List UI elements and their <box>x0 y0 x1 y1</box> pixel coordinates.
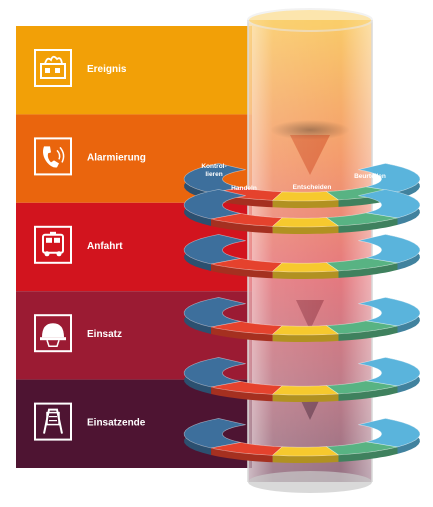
cycle-segment <box>325 320 398 341</box>
cycle-step-label: Handeln <box>231 185 257 192</box>
cycle-step-label: Fest-stellen <box>390 145 411 160</box>
cycle-segment <box>358 189 421 225</box>
cycle-segment <box>271 217 340 234</box>
cycle-segment <box>211 442 283 463</box>
cycle-segment <box>325 380 398 401</box>
cycle-segment <box>183 297 246 334</box>
phase-label: Alarmierung <box>87 152 146 163</box>
cycle-segment <box>271 446 340 463</box>
phase-band-2: Alarmierung <box>16 114 252 203</box>
cycle-segment <box>183 234 246 271</box>
cycle-segment <box>271 325 340 342</box>
cycle-step-label: Beurteilen <box>354 173 386 180</box>
decision-cycle-spiral <box>183 163 421 463</box>
cycle-step-label: Entscheiden <box>293 184 332 191</box>
tube-rim <box>247 8 373 32</box>
cycle-segment <box>271 262 340 279</box>
cycle-step-label-line: Handeln <box>231 185 257 192</box>
phase-band-1: Ereignis <box>16 26 252 115</box>
cycle-segment <box>358 234 421 270</box>
cycle-segment <box>271 385 340 402</box>
cycle-segment <box>183 189 246 226</box>
cycle-ring <box>183 357 421 402</box>
cycle-segment <box>183 357 246 394</box>
fire-building-icon <box>34 49 72 87</box>
phase-label: Einsatz <box>87 329 122 340</box>
fire-truck-icon <box>34 225 72 264</box>
phase-band-fill <box>16 26 252 115</box>
cycle-segment <box>325 212 398 233</box>
cycle-ring <box>183 189 421 234</box>
firefighter-helmet-icon <box>34 314 72 353</box>
cycle-step-label-line: Entscheiden <box>293 184 332 191</box>
cycle-segment <box>211 381 283 402</box>
cycle-segment <box>358 297 421 333</box>
phase-label: Anfahrt <box>87 241 123 252</box>
sign-stand-icon <box>34 402 72 441</box>
cycle-segment <box>271 191 340 208</box>
cycle-segment <box>358 163 421 199</box>
cycle-segment <box>325 257 398 278</box>
cycle-ring <box>183 418 421 463</box>
cycle-ring <box>183 234 421 279</box>
cycle-step-label-line: Kontrol- <box>201 163 226 170</box>
cycle-segment <box>358 418 421 454</box>
phone-alarm-icon <box>34 137 72 176</box>
cycle-segment <box>183 418 246 455</box>
cycle-step-label-line: Fest- <box>392 145 408 152</box>
cycle-segment <box>358 357 421 393</box>
cycle-step-label: Kontrol-lieren <box>201 163 226 178</box>
cycle-step-label-line: Beurteilen <box>354 173 386 180</box>
cycle-segment <box>211 213 283 234</box>
cycle-segment <box>211 258 283 279</box>
cycle-segment <box>325 441 398 462</box>
glass-tube <box>247 20 373 493</box>
cycle-segment <box>183 163 246 200</box>
cycle-step-label-line: stellen <box>390 153 411 160</box>
cycle-segment <box>211 321 283 342</box>
cycle-step-label-line: lieren <box>205 171 222 178</box>
cycle-ring <box>183 297 421 342</box>
phase-label: Ereignis <box>87 64 127 75</box>
phase-label: Einsatzende <box>87 418 146 429</box>
